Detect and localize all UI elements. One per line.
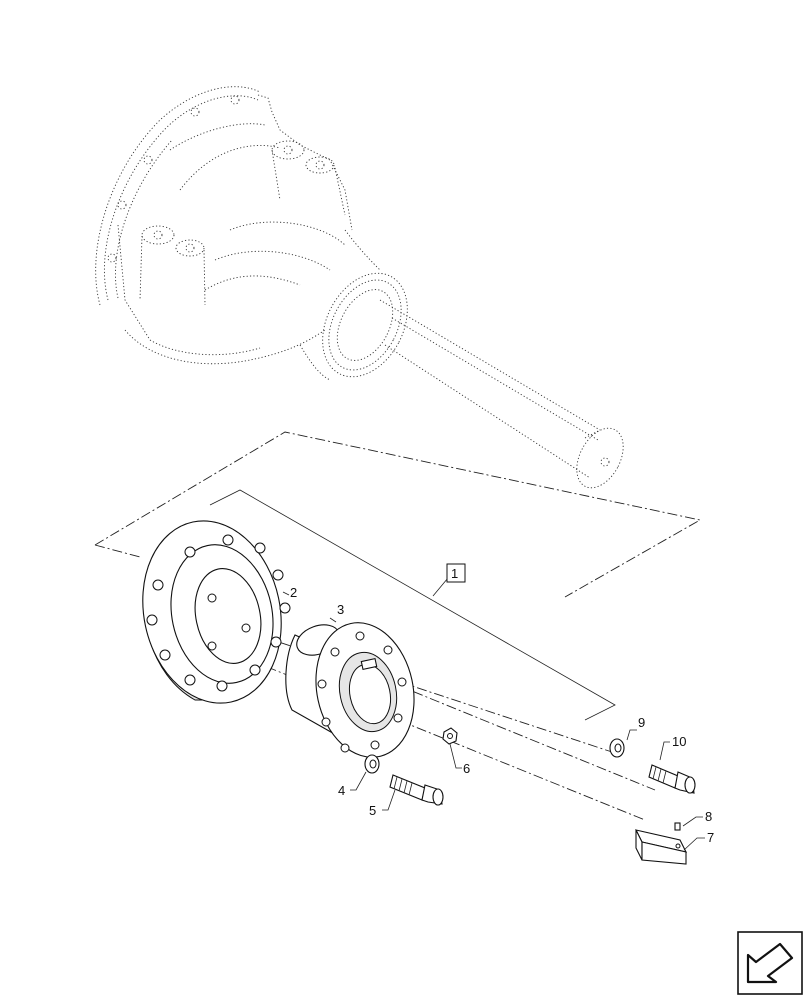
key-part-7 (634, 829, 688, 865)
axle-housing-phantom (95, 86, 624, 489)
nut-part-6 (442, 727, 458, 745)
callout-8: 8 (705, 809, 712, 824)
callout-2: 2 (290, 585, 297, 600)
washer-part-9 (609, 738, 625, 758)
bolt-part-10 (648, 764, 696, 794)
callout-4: 4 (338, 783, 345, 798)
next-page-arrow-icon[interactable] (737, 931, 803, 995)
callout-3: 3 (337, 602, 344, 617)
assembly-boundary (94, 431, 702, 598)
callout-1: 1 (451, 566, 458, 581)
flange-bolt-holes (146, 534, 291, 692)
callout-7: 7 (707, 830, 714, 845)
pin-part-8 (674, 822, 681, 831)
washer-part-4 (364, 754, 380, 774)
bolt-part-5 (389, 774, 444, 806)
callout-10: 10 (672, 734, 686, 749)
group-bracket (209, 489, 616, 721)
callout-leaders (282, 591, 705, 851)
hub-bolt-holes (317, 631, 407, 753)
callout-6: 6 (463, 761, 470, 776)
callout-labels: 1 2 3 4 5 6 9 10 8 7 (290, 563, 714, 845)
hub-part (285, 622, 415, 758)
callout-9: 9 (638, 715, 645, 730)
group-callout-box (446, 563, 466, 583)
flange-part (142, 520, 291, 704)
callout-5: 5 (369, 803, 376, 818)
